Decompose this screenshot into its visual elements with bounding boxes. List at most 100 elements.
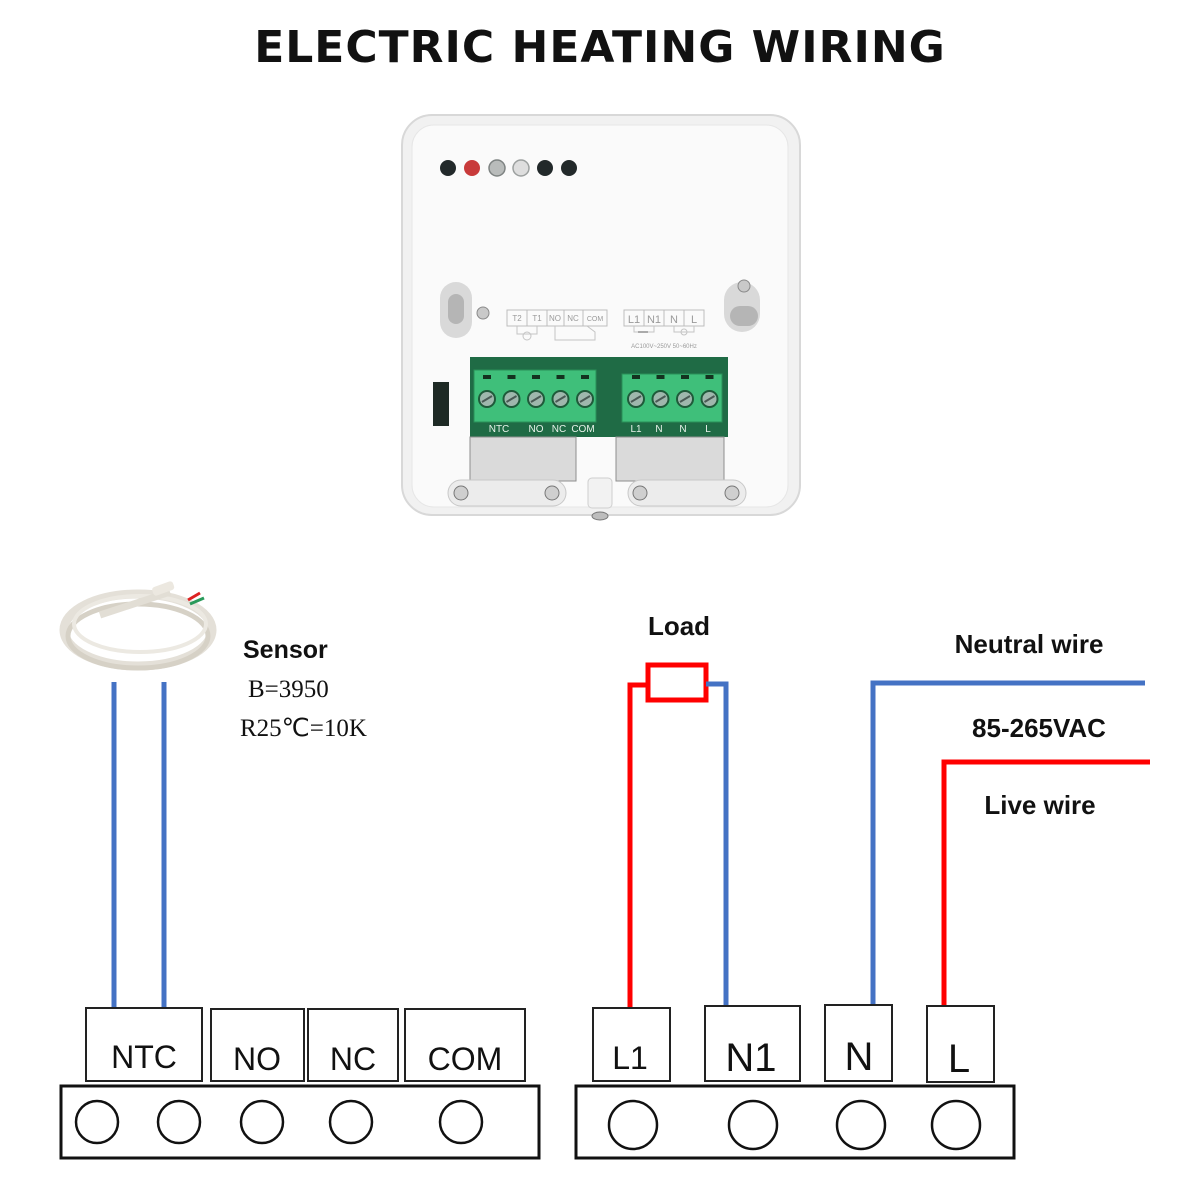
screw-slot: [703, 395, 716, 403]
screw-slot: [679, 395, 691, 403]
terminal-label: L1: [612, 1040, 648, 1076]
device-window: [433, 382, 449, 426]
load-label: Load: [648, 611, 710, 641]
screw-icon: [724, 485, 740, 501]
pcb-label: L1: [630, 424, 642, 435]
screw-slot: [579, 395, 591, 403]
screw-icon: [737, 279, 751, 293]
terminal-slot: [532, 375, 540, 379]
terminal-screw-icon[interactable]: [727, 1099, 779, 1151]
label-plate-right: L1 N1 N L AC100V~250V 50~60Hz: [623, 309, 705, 350]
plate-label: T2: [512, 314, 522, 323]
pcb-label: N: [655, 424, 662, 435]
terminal-label-box: [824, 1004, 893, 1082]
terminal-labels-left: NTC NO NC COM: [85, 1007, 526, 1082]
plate-label: NC: [567, 314, 579, 323]
diagram-title: ELECTRIC HEATING WIRING: [254, 22, 946, 73]
screw-icon: [591, 511, 609, 521]
terminal-slot: [632, 375, 640, 379]
thermostat-device: T2 T1 NO NC COM L1 N1 N L AC100V~250V 50…: [401, 114, 801, 521]
screw-slot: [505, 395, 518, 403]
pcb-label: COM: [571, 424, 594, 435]
screw-slot: [481, 395, 493, 403]
terminal-screw-icon[interactable]: [156, 1099, 202, 1145]
terminal-label: NO: [233, 1041, 281, 1077]
terminal-block-left: [59, 1084, 541, 1160]
terminal-label-box: [926, 1005, 995, 1083]
terminal-slot: [581, 375, 589, 379]
load-live-wire: [627, 682, 648, 1008]
plate-label: N: [670, 314, 678, 326]
ntc-sensor-cable: [59, 581, 217, 671]
pcb-label: N: [679, 424, 686, 435]
label-plate-left: T2 T1 NO NC COM: [506, 309, 608, 341]
screw-icon: [632, 485, 648, 501]
terminal-screw-icon[interactable]: [835, 1099, 887, 1151]
screw-icon: [453, 485, 469, 501]
supply-neutral-wire: [870, 680, 1145, 1008]
terminal-label: N: [845, 1035, 874, 1079]
led-indicator: [440, 160, 456, 176]
pcb-label: NTC: [489, 424, 510, 435]
terminal-screw-icon[interactable]: [74, 1099, 120, 1145]
terminal-block-right: [574, 1084, 1016, 1160]
screw-slot: [630, 395, 642, 403]
load-neutral-wire: [706, 681, 729, 1008]
terminal-screw-icon[interactable]: [328, 1099, 374, 1145]
cable-clamp-left: [447, 479, 567, 507]
terminal-slot: [681, 375, 689, 379]
terminal-label: NC: [330, 1041, 376, 1077]
sensor-probe: [152, 581, 175, 596]
led-indicator: [561, 160, 577, 176]
terminal-screw-icon[interactable]: [607, 1099, 659, 1151]
terminal-label: COM: [428, 1041, 503, 1077]
screw-slot: [554, 395, 567, 403]
voltage-label: 85-265VAC: [972, 713, 1106, 743]
led-indicator: [537, 160, 553, 176]
plate-label: T1: [532, 314, 542, 323]
neutral-wire-label: Neutral wire: [955, 629, 1104, 659]
terminal-slot: [483, 375, 491, 379]
plate-label: NO: [549, 314, 561, 323]
terminal-slot: [705, 375, 714, 379]
device-terminal-block-right: [621, 373, 723, 423]
terminal-screw-icon[interactable]: [438, 1099, 484, 1145]
rating-label: AC100V~250V 50~60Hz: [631, 344, 697, 350]
center-post: [587, 477, 613, 509]
terminal-label-box: [85, 1007, 203, 1082]
led-row: [440, 159, 577, 177]
plate-label: COM: [587, 316, 604, 323]
terminal-labels-right: L1 N1 N L: [592, 1004, 995, 1083]
terminal-label-box: [307, 1008, 399, 1082]
terminal-screw-icon[interactable]: [930, 1099, 982, 1151]
terminal-label: L: [948, 1037, 970, 1081]
terminal-label-box: [704, 1005, 801, 1082]
screw-icon: [476, 306, 490, 320]
terminal-label-box: [210, 1008, 305, 1082]
plate-label: L1: [628, 314, 640, 326]
plate-label: N1: [647, 314, 661, 326]
terminal-label: NTC: [111, 1039, 177, 1075]
led-indicator-clear: [488, 159, 506, 177]
terminal-slot: [656, 375, 665, 379]
terminal-label-box: [404, 1008, 526, 1082]
device-terminal-block-left: [473, 369, 597, 423]
pcb-label: NO: [529, 424, 544, 435]
terminal-screw-icon[interactable]: [239, 1099, 285, 1145]
terminal-label-box: [592, 1007, 671, 1082]
screw-slot: [654, 395, 667, 403]
led-indicator-red: [464, 160, 480, 176]
live-wire-label: Live wire: [984, 790, 1095, 820]
cable-knockout: [615, 436, 725, 482]
cable-knockout: [469, 436, 577, 482]
sensor-resistance: R25℃=10K: [240, 715, 367, 742]
supply-live-wire: [941, 759, 1150, 1008]
pcb-label: NC: [552, 424, 566, 435]
screw-icon: [544, 485, 560, 501]
sensor-title: Sensor: [243, 636, 328, 664]
terminal-slot: [556, 375, 565, 379]
terminal-slot: [507, 375, 516, 379]
plate-label: L: [691, 314, 697, 326]
cable-clamp-right: [627, 479, 747, 507]
